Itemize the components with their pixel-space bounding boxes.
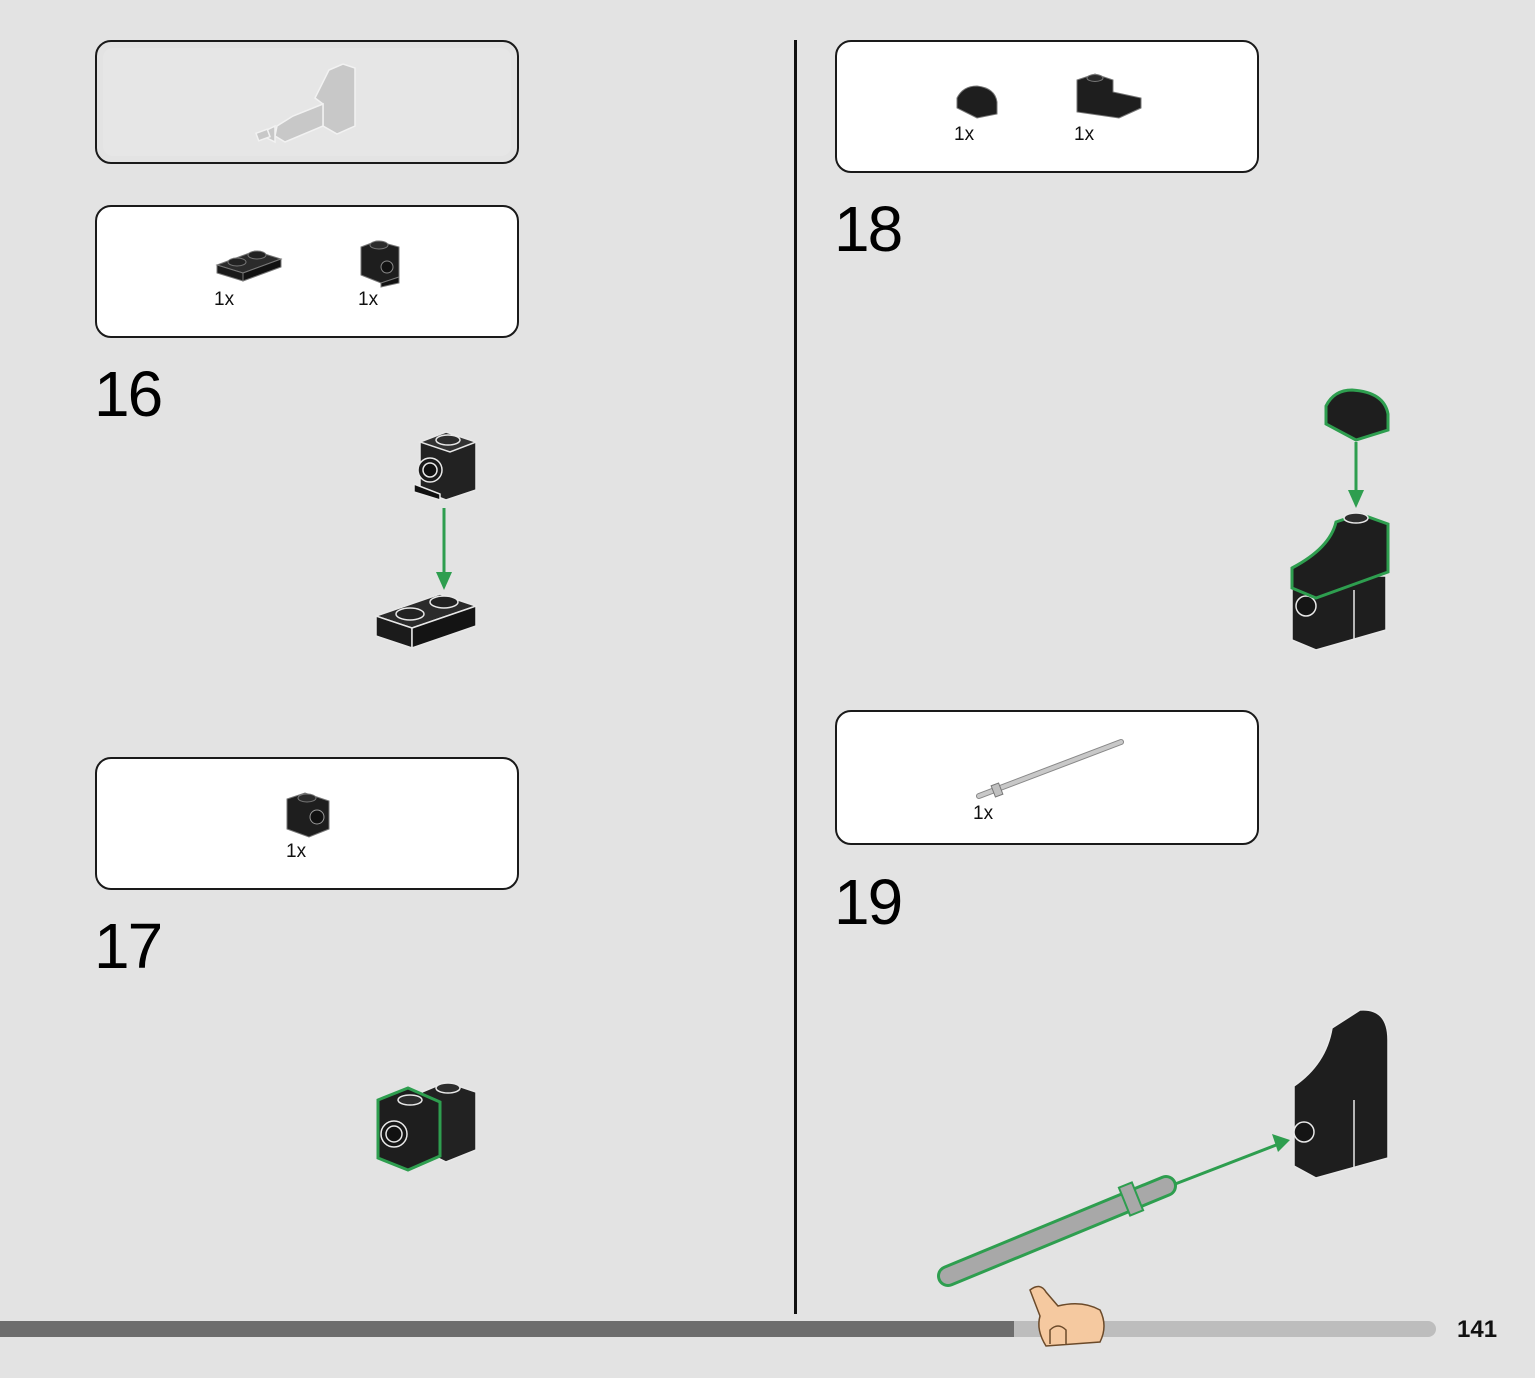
brick-1x1-with-stud-on-side-icon xyxy=(360,240,400,288)
step-number: 18 xyxy=(834,193,903,265)
part-qty: 1x xyxy=(1074,124,1095,145)
hand-icon xyxy=(1029,1285,1105,1347)
step-number: 17 xyxy=(94,910,163,982)
grey-bar-with-stop-ring-icon xyxy=(976,739,1124,799)
step-number: 19 xyxy=(834,866,903,938)
parts-box-step-19 xyxy=(835,710,1259,845)
plate-1x2-icon xyxy=(215,250,283,282)
submodel-preview-icon xyxy=(255,63,356,144)
part-qty: 1x xyxy=(954,124,975,145)
parts-box-step-16 xyxy=(95,205,519,338)
submodel-callout xyxy=(95,40,519,164)
bracket-curved-slope-icon xyxy=(1076,73,1142,119)
page-number: 141 xyxy=(1457,1316,1498,1343)
part-qty: 1x xyxy=(214,289,235,310)
part-qty: 1x xyxy=(358,289,379,310)
parts-box-step-17 xyxy=(95,757,519,890)
part-qty: 1x xyxy=(286,841,307,862)
column-divider xyxy=(794,40,797,1314)
parts-box-step-18 xyxy=(835,40,1259,173)
step-number: 16 xyxy=(94,358,163,430)
part-qty: 1x xyxy=(973,803,994,824)
technic-brick-1x1-with-hole-icon xyxy=(286,792,330,838)
curved-slope-1x1-icon xyxy=(956,85,998,119)
